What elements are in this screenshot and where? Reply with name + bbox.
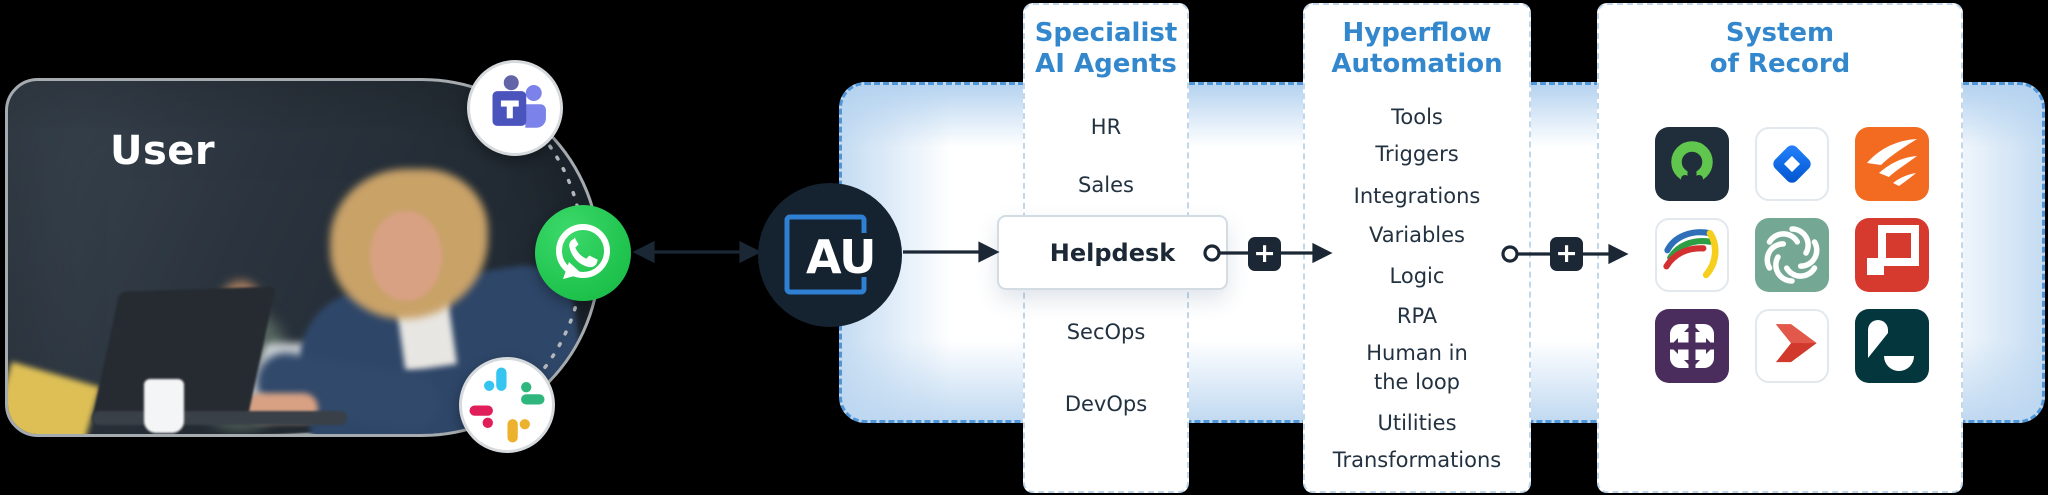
plus-node-2: + bbox=[1550, 237, 1583, 271]
zendesk-icon bbox=[1855, 309, 1929, 383]
hyperflow-item-transformations: Transformations bbox=[1332, 448, 1502, 472]
hyperflow-item-tools: Tools bbox=[1391, 105, 1443, 129]
hyperflow-item-logic: Logic bbox=[1389, 264, 1445, 288]
hyperflow-item-human-in-the-loop: Human in the loop bbox=[1366, 341, 1468, 394]
purple-clover-glyph bbox=[1665, 319, 1719, 373]
plus-node-1: + bbox=[1248, 237, 1281, 271]
purple-clover-icon bbox=[1655, 309, 1729, 383]
au-logo-node: AU bbox=[758, 183, 902, 327]
slack-glyph bbox=[469, 367, 545, 443]
microsoft-teams-glyph bbox=[492, 75, 546, 128]
au-logo-glyph: AU bbox=[784, 214, 877, 295]
jira-icon bbox=[1755, 127, 1829, 201]
specialist-column-title: Specialist AI Agents bbox=[1025, 18, 1187, 80]
agent-item-devops: DevOps bbox=[1064, 392, 1148, 416]
red-chevron-arrow-glyph bbox=[1775, 324, 1817, 363]
photo-folder-shape bbox=[8, 361, 101, 434]
jira-glyph bbox=[1773, 145, 1811, 183]
specialist-title-line1: Specialist bbox=[1034, 18, 1178, 48]
au-logo-text: AU bbox=[806, 230, 876, 284]
hyperflow-item-rpa: RPA bbox=[1396, 304, 1438, 328]
system-of-record-app-grid bbox=[1655, 127, 1929, 383]
photo-coffee-cup-shape bbox=[144, 379, 184, 433]
specialist-title-line2: AI Agents bbox=[1035, 49, 1177, 79]
multicolor-arcs-glyph bbox=[1663, 229, 1719, 279]
hyperflow-column-title: Hyperflow Automation bbox=[1305, 18, 1529, 80]
helpdesk-highlight-card: Helpdesk bbox=[997, 215, 1228, 290]
sor-title-line2: of Record bbox=[1709, 49, 1851, 79]
servicenow-icon bbox=[1655, 127, 1729, 201]
openai-icon bbox=[1755, 218, 1829, 292]
red-frame-grid-glyph bbox=[1867, 225, 1919, 275]
servicenow-glyph bbox=[1671, 141, 1713, 183]
photo-laptop-base-shape bbox=[92, 411, 347, 425]
hyperflow-item-integrations: Integrations bbox=[1353, 184, 1481, 208]
agent-item-sales: Sales bbox=[1078, 173, 1134, 197]
agent-item-hr: HR bbox=[1090, 115, 1122, 139]
hyperflow-title-line2: Automation bbox=[1331, 49, 1503, 79]
hyperflow-automation-column: Hyperflow Automation Tools Triggers Inte… bbox=[1303, 3, 1531, 493]
hyperflow-item-utilities: Utilities bbox=[1377, 411, 1457, 435]
multicolor-arcs-icon bbox=[1655, 218, 1729, 292]
sor-title-line1: System bbox=[1725, 18, 1835, 48]
slack-icon bbox=[459, 357, 555, 453]
hyperflow-title-line1: Hyperflow bbox=[1342, 18, 1492, 48]
hyperflow-item-triggers: Triggers bbox=[1375, 142, 1459, 166]
user-label: User bbox=[110, 128, 216, 174]
zendesk-glyph bbox=[1868, 320, 1914, 371]
sor-column-title: System of Record bbox=[1599, 18, 1961, 80]
photo-person-face-shape bbox=[370, 211, 442, 301]
solarwinds-icon bbox=[1855, 127, 1929, 201]
hyperflow-item-variables: Variables bbox=[1369, 223, 1465, 247]
openai-glyph bbox=[1764, 226, 1820, 284]
whatsapp-icon bbox=[535, 205, 631, 301]
agent-item-secops: SecOps bbox=[1066, 320, 1146, 344]
red-chevron-arrow-icon bbox=[1755, 309, 1829, 383]
red-frame-grid-icon bbox=[1855, 218, 1929, 292]
solarwinds-glyph bbox=[1867, 139, 1917, 186]
microsoft-teams-icon bbox=[467, 60, 563, 156]
whatsapp-glyph bbox=[556, 224, 610, 279]
